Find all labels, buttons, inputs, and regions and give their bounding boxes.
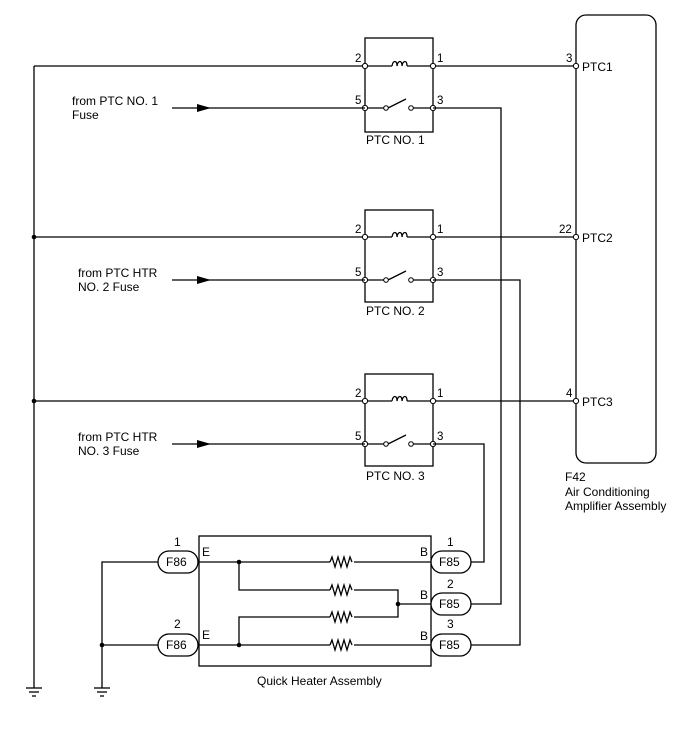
amplifier-pin-number: 22 (559, 224, 572, 236)
relay-ptc-no2: 2 1 5 3 PTC NO. 2 from PTC HTR NO. 2 Fus… (34, 209, 576, 646)
amplifier-pin-number: 4 (566, 388, 573, 400)
resistor-icon (329, 609, 354, 625)
heater-terminal-e: E (202, 545, 210, 559)
relay-ptc-no1: 2 1 5 3 PTC NO. 1 from PTC NO. 1 Fuse (34, 37, 576, 605)
fuse-source-label: from PTC HTR (78, 266, 158, 280)
amplifier-name: Air Conditioning (565, 485, 650, 499)
relay-pin-2: 2 (355, 388, 361, 400)
resistor-icon (329, 582, 354, 598)
ground-symbol-heater (94, 687, 110, 697)
connector-f86-1: F86 1 (157, 535, 199, 574)
heater-terminal-e: E (202, 628, 210, 642)
arrow-icon (197, 276, 211, 284)
amplifier-pin-name: PTC1 (582, 60, 613, 74)
relay-pin-3: 3 (437, 95, 443, 107)
amplifier-connector-id: F42 (565, 470, 586, 484)
junction-dot (99, 642, 105, 648)
relay-pin-5: 5 (355, 95, 361, 107)
ground-symbol-left (26, 687, 42, 697)
fuse-source-label: from PTC NO. 1 (72, 94, 158, 108)
heater-assembly-label: Quick Heater Assembly (257, 674, 382, 688)
connector-pin-number: 2 (174, 617, 181, 631)
svg-text:F86: F86 (166, 638, 187, 652)
relay-pin-3: 3 (437, 267, 443, 279)
relay-pin-5: 5 (355, 431, 361, 443)
relay-pin-5: 5 (355, 267, 361, 279)
resistor-icon (329, 554, 354, 570)
connector-pin-number: 3 (447, 617, 454, 631)
arrow-icon (197, 440, 211, 448)
relay-pin-1: 1 (437, 388, 443, 400)
relay-pin-1: 1 (437, 53, 443, 65)
relay-label: PTC NO. 1 (366, 133, 425, 147)
amplifier-pin-name: PTC2 (582, 231, 613, 245)
heater-terminal-b: B (420, 629, 428, 643)
connector-f85-3: F85 3 (430, 617, 472, 657)
svg-text:F85: F85 (439, 555, 460, 569)
heater-ground-wire (101, 561, 158, 688)
heater-terminal-b: B (420, 545, 428, 559)
amplifier-name: Amplifier Assembly (565, 499, 666, 513)
fuse-source-label: NO. 3 Fuse (78, 444, 140, 458)
heater-terminal-b: B (420, 588, 428, 602)
connector-f86-2: F86 2 (157, 617, 199, 657)
relay-pin-2: 2 (355, 224, 361, 236)
relay-pin-3: 3 (437, 431, 443, 443)
resistor-icon (329, 637, 354, 653)
relay-label: PTC NO. 3 (366, 469, 425, 483)
relay-pin-2: 2 (355, 53, 361, 65)
fuse-source-label: NO. 2 Fuse (78, 280, 140, 294)
amplifier-pin-name: PTC3 (582, 395, 613, 409)
relay-ptc-no3: 2 1 5 3 PTC NO. 3 from PTC HTR NO. 3 Fus… (34, 373, 576, 563)
connector-pin-number: 1 (447, 535, 454, 549)
arrow-icon (197, 104, 211, 112)
quick-heater-assembly: E E B B B Quick Heater Assembly (198, 535, 432, 688)
relay-pin-1: 1 (437, 224, 443, 236)
svg-text:F85: F85 (439, 638, 460, 652)
fuse-source-label: from PTC HTR (78, 430, 158, 444)
connector-pin-number: 2 (447, 577, 454, 591)
svg-text:F85: F85 (439, 597, 460, 611)
amplifier-pin-number: 3 (566, 53, 572, 65)
relay-label: PTC NO. 2 (366, 304, 425, 318)
connector-f85-1: F85 1 (430, 535, 472, 574)
svg-text:F86: F86 (166, 555, 187, 569)
fuse-source-label: Fuse (72, 108, 99, 122)
connector-pin-number: 1 (174, 535, 181, 549)
connector-f85-2: F85 2 (430, 577, 472, 616)
amplifier-assembly: 3 22 4 PTC1 PTC2 PTC3 F42 Air Conditioni… (559, 14, 666, 513)
